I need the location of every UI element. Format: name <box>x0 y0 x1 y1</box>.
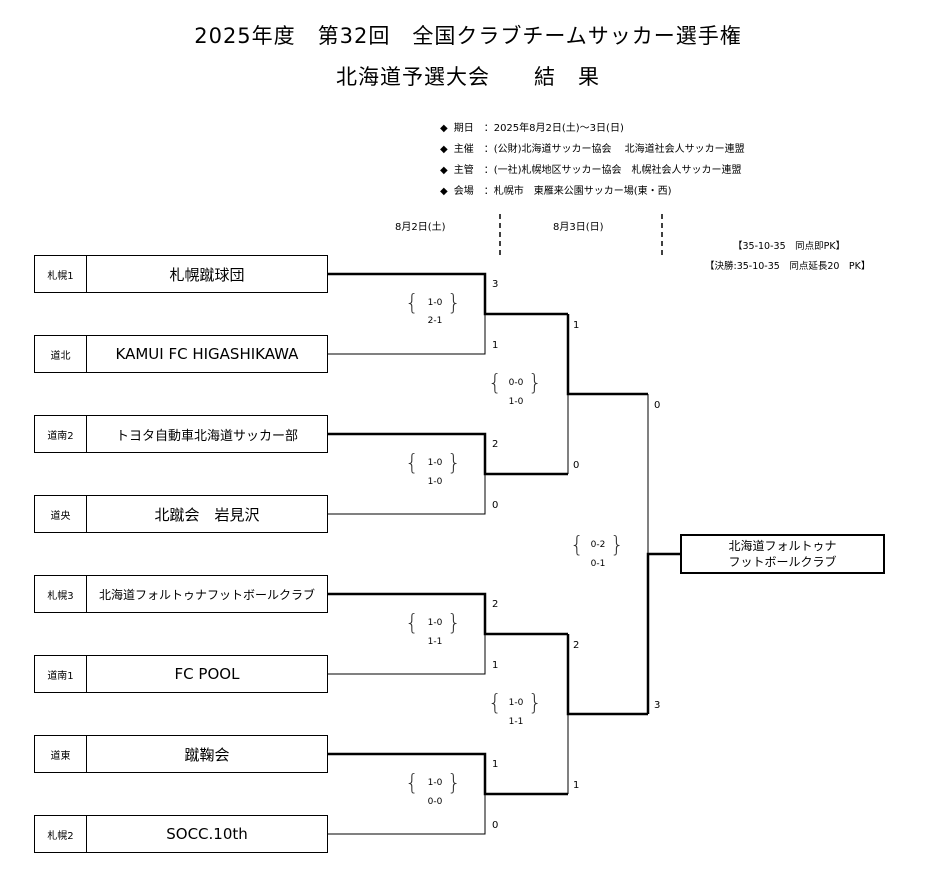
score: 0 <box>492 820 499 831</box>
final-rule-note: 【決勝:35-10-35 同点延長20 PK】 <box>705 261 871 272</box>
score: 2 <box>573 640 580 651</box>
team-region: 道央 <box>35 496 87 532</box>
left-brace-icon: { <box>570 533 584 558</box>
team-name: 北蹴会 岩見沢 <box>154 505 260 524</box>
team-name: トヨタ自動車北海道サッカー部 <box>115 428 298 444</box>
score: 1 <box>573 780 580 791</box>
info-organizer: ◆主管 ：(一社)札幌地区サッカー協会 札幌社会人サッカー連盟 <box>440 165 742 176</box>
team-box: 札幌3 北海道フォルトゥナフットボールクラブ <box>34 575 328 613</box>
team-name: SOCC.10th <box>166 825 248 843</box>
page-title: 2025年度 第32回 全国クラブチームサッカー選手権 <box>194 24 742 48</box>
right-brace-icon: } <box>528 371 542 396</box>
score: 3 <box>492 279 499 290</box>
team-box: 道央 北蹴会 岩見沢 <box>34 495 328 533</box>
score: 0 <box>573 460 580 471</box>
diamond-icon: ◆ <box>440 165 448 176</box>
left-brace-icon: { <box>405 451 419 476</box>
diamond-icon: ◆ <box>440 144 448 155</box>
diamond-icon: ◆ <box>440 186 448 197</box>
champion-name-line1: 北海道フォルトゥナ <box>728 539 837 553</box>
team-box: 札幌1 札幌蹴球団 <box>34 255 328 293</box>
right-brace-icon: } <box>447 771 461 796</box>
team-name: 北海道フォルトゥナフットボールクラブ <box>98 587 315 602</box>
half-score: 0-0 <box>427 797 443 807</box>
info-venue: ◆会場 ：札幌市 東雁来公園サッカー場(東・西) <box>440 186 672 197</box>
score: 1 <box>492 759 499 770</box>
score: 2 <box>492 439 499 450</box>
team-region: 道東 <box>35 736 87 772</box>
team-box: 道南1 FC POOL <box>34 655 328 693</box>
team-region: 札幌3 <box>35 576 87 612</box>
half-score: 1-0 <box>427 298 443 308</box>
page-subtitle: 北海道予選大会 結 果 <box>336 65 600 89</box>
team-region: 札幌1 <box>35 256 87 292</box>
half-score: 2-1 <box>427 316 443 326</box>
left-brace-icon: { <box>405 611 419 636</box>
team-region: 道南1 <box>35 656 87 692</box>
left-brace-icon: { <box>488 371 502 396</box>
rule-note: 【35-10-35 同点即PK】 <box>733 241 846 252</box>
team-region: 道北 <box>35 336 87 372</box>
team-name: FC POOL <box>174 665 240 683</box>
half-score: 0-2 <box>590 540 606 550</box>
right-brace-icon: } <box>447 611 461 636</box>
half-score: 0-0 <box>508 378 524 388</box>
half-score: 1-0 <box>427 778 443 788</box>
half-score: 1-0 <box>427 618 443 628</box>
champion-box: 北海道フォルトゥナ フットボールクラブ <box>680 534 885 574</box>
half-score: 1-1 <box>427 637 443 647</box>
info-date: ◆期日 ：2025年8月2日(土)～3日(日) <box>440 123 624 134</box>
team-box: 道東 蹴鞠会 <box>34 735 328 773</box>
half-score: 1-1 <box>508 717 524 727</box>
team-box: 道南2 トヨタ自動車北海道サッカー部 <box>34 415 328 453</box>
champion-name-line2: フットボールクラブ <box>728 555 837 569</box>
right-brace-icon: } <box>610 533 624 558</box>
score: 1 <box>492 660 499 671</box>
left-brace-icon: { <box>405 291 419 316</box>
team-region: 道南2 <box>35 416 87 452</box>
team-name: KAMUI FC HIGASHIKAWA <box>115 345 299 363</box>
info-host: ◆主催 ：(公財)北海道サッカー協会 北海道社会人サッカー連盟 <box>440 144 745 155</box>
right-brace-icon: } <box>447 291 461 316</box>
half-score: 0-1 <box>590 559 606 569</box>
team-box: 札幌2 SOCC.10th <box>34 815 328 853</box>
score: 0 <box>492 500 499 511</box>
left-brace-icon: { <box>405 771 419 796</box>
day2-label: 8月3日(日) <box>553 222 604 233</box>
team-box: 道北 KAMUI FC HIGASHIKAWA <box>34 335 328 373</box>
team-name: 札幌蹴球団 <box>169 265 245 284</box>
half-score: 1-0 <box>427 477 443 487</box>
right-brace-icon: } <box>447 451 461 476</box>
score: 1 <box>573 320 580 331</box>
right-brace-icon: } <box>528 691 542 716</box>
score: 1 <box>492 340 499 351</box>
diamond-icon: ◆ <box>440 123 448 134</box>
score: 3 <box>654 700 661 711</box>
score: 0 <box>654 400 661 411</box>
half-score: 1-0 <box>508 397 524 407</box>
day1-label: 8月2日(土) <box>395 222 446 233</box>
half-score: 1-0 <box>508 698 524 708</box>
team-region: 札幌2 <box>35 816 87 852</box>
score: 2 <box>492 599 499 610</box>
half-score: 1-0 <box>427 458 443 468</box>
event-info: ◆期日 ：2025年8月2日(土)～3日(日) ◆主催 ：(公財)北海道サッカー… <box>440 118 745 202</box>
left-brace-icon: { <box>488 691 502 716</box>
team-name: 蹴鞠会 <box>184 745 230 764</box>
